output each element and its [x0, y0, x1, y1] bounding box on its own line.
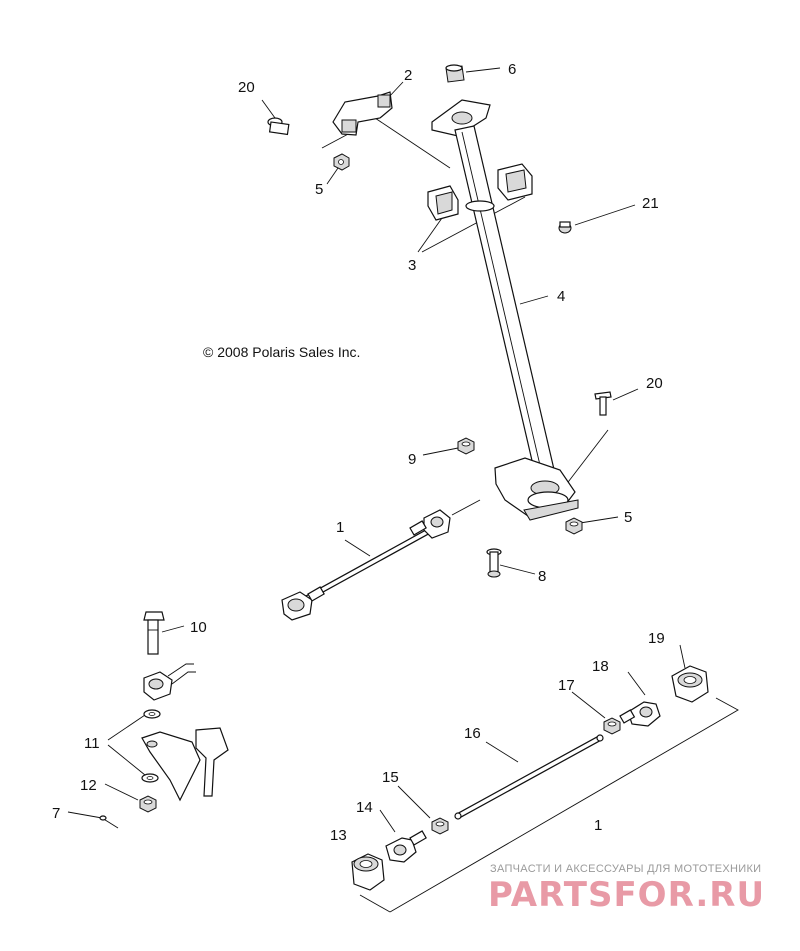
ball-joint-part-19 [671, 665, 709, 703]
callout-1-upper: 1 [336, 519, 344, 536]
watermark: ЗАПЧАСТИ И АКСЕССУАРЫ ДЛЯ МОТОТЕХНИКИ PA… [488, 863, 765, 915]
callout-11: 11 [84, 735, 100, 752]
callout-9: 9 [408, 451, 416, 468]
callout-17: 17 [558, 677, 575, 694]
callout-20-top: 20 [238, 79, 255, 96]
callout-21: 21 [642, 195, 659, 212]
bolt-part-10 [143, 611, 165, 655]
watermark-tagline: ЗАПЧАСТИ И АКСЕССУАРЫ ДЛЯ МОТОТЕХНИКИ [490, 863, 761, 875]
callout-2: 2 [404, 67, 412, 84]
leader-lines [67, 67, 739, 913]
rod-end-part-14 [385, 830, 427, 863]
callout-5-lower: 5 [624, 509, 632, 526]
bolt-part-20-top [267, 117, 290, 136]
rod-end-part-18 [619, 701, 661, 727]
nut-part-15 [431, 817, 449, 835]
nut-part-12 [139, 795, 157, 813]
callout-3: 3 [408, 257, 416, 274]
bolt-part-8 [486, 548, 502, 578]
callout-20-right: 20 [646, 375, 663, 392]
callout-4: 4 [557, 288, 565, 305]
callout-16: 16 [464, 725, 481, 742]
callout-1-lower: 1 [594, 817, 602, 834]
callout-10: 10 [190, 619, 207, 636]
washer-part-11-top [143, 709, 161, 719]
nut-part-9 [457, 437, 475, 455]
tie-rod-part-16 [454, 734, 604, 820]
spindle-arm [141, 727, 229, 802]
cap-part-6 [445, 64, 465, 83]
callout-8: 8 [538, 568, 546, 585]
callout-18: 18 [592, 658, 609, 675]
callout-14: 14 [356, 799, 373, 816]
callout-5-top: 5 [315, 181, 323, 198]
callout-13: 13 [330, 827, 347, 844]
nut-part-5-top [333, 153, 350, 171]
washer-part-11-bottom [141, 773, 159, 783]
nut-part-5-lower [565, 517, 583, 535]
steering-column-part-4 [431, 99, 579, 521]
callout-7: 7 [52, 805, 60, 822]
callout-12: 12 [80, 777, 97, 794]
bushing-part-3-right [497, 163, 533, 201]
callout-6: 6 [508, 61, 516, 78]
fitting-part-21 [558, 221, 572, 234]
clamp-part-2 [332, 91, 393, 136]
nut-part-17 [603, 717, 621, 735]
callout-labels: 20 2 6 5 21 3 4 20 9 5 1 8 10 19 18 17 1… [52, 61, 665, 844]
ball-joint-part-13 [351, 853, 385, 891]
watermark-logo: PARTSFOR.RU [488, 875, 765, 915]
callout-15: 15 [382, 769, 399, 786]
linkage-end [143, 663, 196, 701]
callout-19: 19 [648, 630, 665, 647]
copyright-text: © 2008 Polaris Sales Inc. [203, 344, 360, 360]
bolt-part-20-right [594, 391, 612, 416]
bushing-part-3-left [427, 185, 459, 221]
tie-rod-assembly-part-1 [281, 509, 451, 621]
cotter-pin-part-7 [99, 815, 119, 829]
